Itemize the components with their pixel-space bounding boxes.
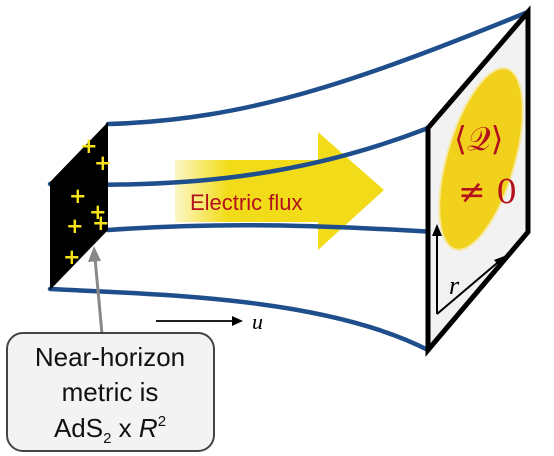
flux-tube-bottom-line bbox=[47, 286, 431, 353]
charge-plus: + bbox=[69, 184, 87, 208]
callout-ads-subscript: 2 bbox=[103, 430, 111, 447]
callout-pointer bbox=[93, 257, 104, 335]
r-axis-arrowhead bbox=[432, 224, 442, 236]
charge-plus: + bbox=[63, 245, 81, 269]
u-axis-label: u bbox=[252, 309, 263, 334]
charge-plus: + bbox=[92, 211, 110, 235]
nonzero-label: ≠ 0 bbox=[458, 172, 517, 211]
horizon-charges: + + + + + + + bbox=[63, 134, 112, 269]
r-axis-arrowhead bbox=[494, 255, 507, 268]
charge-plus: + bbox=[89, 200, 107, 224]
black-hole-horizon bbox=[50, 122, 108, 290]
electric-flux-arrow bbox=[175, 132, 384, 250]
charge-plus: + bbox=[66, 214, 84, 238]
charge-plus: + bbox=[94, 151, 112, 175]
callout-times: x bbox=[111, 413, 138, 443]
callout-pointer-arrowhead bbox=[88, 246, 101, 262]
callout-line-1: Near-horizon bbox=[35, 342, 185, 372]
charge-plus: + bbox=[80, 134, 98, 158]
electric-flux-label: Electric flux bbox=[190, 190, 302, 215]
r-axis-diagonal bbox=[436, 257, 504, 315]
u-axis-arrowhead bbox=[232, 316, 243, 326]
operator-expectation-blob bbox=[438, 67, 524, 251]
callout-r-superscript: 2 bbox=[158, 413, 166, 430]
flux-tube-lines bbox=[47, 9, 531, 353]
r-axis-label: r bbox=[449, 271, 460, 300]
callout-line-2: metric is bbox=[62, 377, 159, 407]
callout-ads: AdS bbox=[54, 413, 103, 443]
flux-tube-lower-line bbox=[105, 222, 437, 235]
flux-tube-top-line bbox=[105, 9, 531, 127]
operator-expectation: ⟨𝒬⟩ bbox=[454, 119, 503, 158]
r-axes bbox=[436, 230, 504, 315]
callout-r-variable: R bbox=[139, 413, 158, 443]
callout-line-3: AdS2 x R2 bbox=[54, 413, 166, 447]
callout-box bbox=[6, 332, 215, 452]
